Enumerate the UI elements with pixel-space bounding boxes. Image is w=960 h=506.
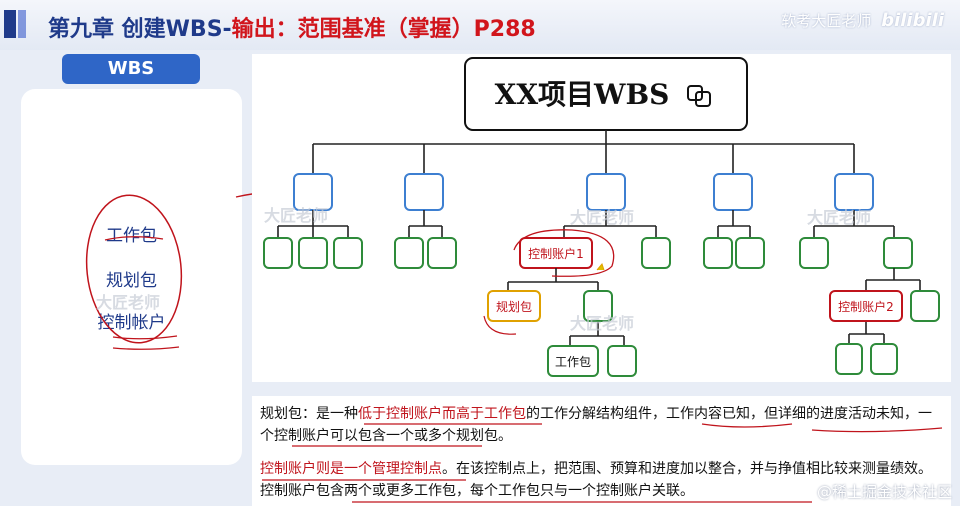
wbs-node-leaf[interactable] [427, 237, 457, 269]
note-underline [811, 427, 943, 433]
annotation-circle-ca1 [513, 229, 615, 277]
note-p1-c: 的工作分解结构组件，工作内容已知，但详细的进度活动未知，一个控制账户可以包含一个… [260, 406, 932, 444]
ca1-connectors [507, 268, 625, 346]
title-bar: 第九章 创建WBS-输出：范围基准（掌握）P288 软考大匠老师 bilibili [0, 0, 960, 50]
left-item-control-account: 控制帐户 [97, 313, 166, 333]
watermark: 大匠老师 [570, 208, 635, 227]
wbs-node-leaf[interactable] [799, 237, 829, 269]
note-annotations [262, 423, 943, 503]
wbs-root-label: XX项目WBS [495, 78, 670, 111]
wbs-node-leaf[interactable] [394, 237, 424, 269]
left-panel: 工作包 规划包 控制帐户 [21, 89, 242, 465]
brand-watermark: 软考大匠老师 bilibili [781, 10, 944, 31]
note-planning-package: 规划包：是一种低于控制账户而高于工作包的工作分解结构组件，工作内容已知，但详细的… [260, 403, 944, 447]
wbs-node-level1[interactable] [713, 173, 753, 211]
note-control-account: 控制账户则是一个管理控制点。在该控制点上，把范围、预算和进度加以整合，并与挣值相… [260, 458, 944, 502]
wbs-node-leaf[interactable] [910, 290, 940, 322]
work-package-label: 工作包 [555, 355, 591, 369]
brand-name: 软考大匠老师 [781, 12, 872, 30]
left-panel-annotations [85, 194, 183, 350]
level2-connectors [277, 210, 895, 238]
ca2-connectors [848, 268, 921, 344]
annotation-ellipse [85, 194, 183, 344]
wbs-node-leaf[interactable] [333, 237, 363, 269]
footer-watermark: @稀土掘金技术社区 [816, 483, 952, 501]
wbs-node-leaf[interactable] [735, 237, 765, 269]
left-item-planning-package: 规划包 [106, 271, 157, 291]
wbs-node-leaf[interactable] [703, 237, 733, 269]
wbs-node-leaf[interactable] [883, 237, 913, 269]
wbs-node-leaf[interactable] [583, 290, 613, 322]
watermark: 大匠老师 [807, 208, 872, 227]
annotation-pp [483, 315, 517, 335]
wbs-node-leaf[interactable] [835, 343, 863, 375]
annotation-underline-2 [112, 335, 178, 340]
page-title-prefix: 第九章 创建WBS- [48, 17, 232, 42]
wbs-tree: XX项目WBS [263, 57, 940, 377]
page-title-highlight: 输出：范围基准（掌握）P288 [231, 17, 536, 42]
wbs-node-leaf[interactable] [298, 237, 328, 269]
annotation-underline-3 [112, 346, 180, 350]
bilibili-logo: bilibili [881, 10, 944, 31]
planning-package-label: 规划包 [496, 299, 532, 314]
definition-note: 规划包：是一种低于控制账户而高于工作包的工作分解结构组件，工作内容已知，但详细的… [252, 396, 951, 506]
note-p1-a: 规划包：是一种 [260, 406, 358, 422]
note-underline [701, 423, 793, 428]
control-account-2-label: 控制账户2 [838, 299, 894, 314]
work-package-box[interactable] [547, 345, 599, 377]
watermark: 大匠老师 [570, 314, 635, 333]
page-title: 第九章 创建WBS-输出：范围基准（掌握）P288 [48, 11, 536, 43]
cursor-icon [596, 262, 605, 271]
title-accent-bar [4, 10, 16, 38]
annotation-underline-1 [104, 236, 164, 241]
note-p2-a: 控制账户则是一个管理控制点 [260, 461, 442, 477]
title-accent-bar-2 [18, 10, 26, 38]
control-account-2-box[interactable] [829, 290, 903, 322]
wbs-diagram: XX项目WBS [252, 54, 951, 382]
link-icon [687, 85, 711, 107]
wbs-tab[interactable]: WBS [62, 54, 200, 84]
wbs-node-leaf[interactable] [607, 345, 637, 377]
left-item-work-package: 工作包 [106, 226, 157, 246]
note-p2-b: 。在该控制点上，把范围、预算和进度加以整合，并与挣值相比较来测量绩效。控制账户包… [260, 461, 932, 499]
watermark: 大匠老师 [96, 293, 161, 312]
wbs-node-leaf[interactable] [263, 237, 293, 269]
watermark: 大匠老师 [264, 206, 329, 225]
level1-connectors [312, 130, 855, 174]
note-p1-b: 低于控制账户而高于工作包 [358, 406, 526, 422]
planning-package-box[interactable] [487, 290, 541, 322]
wbs-node-leaf[interactable] [641, 237, 671, 269]
control-account-1-label: 控制账户1 [528, 246, 584, 261]
wbs-node-level1[interactable] [404, 173, 444, 211]
wbs-node-leaf[interactable] [870, 343, 898, 375]
